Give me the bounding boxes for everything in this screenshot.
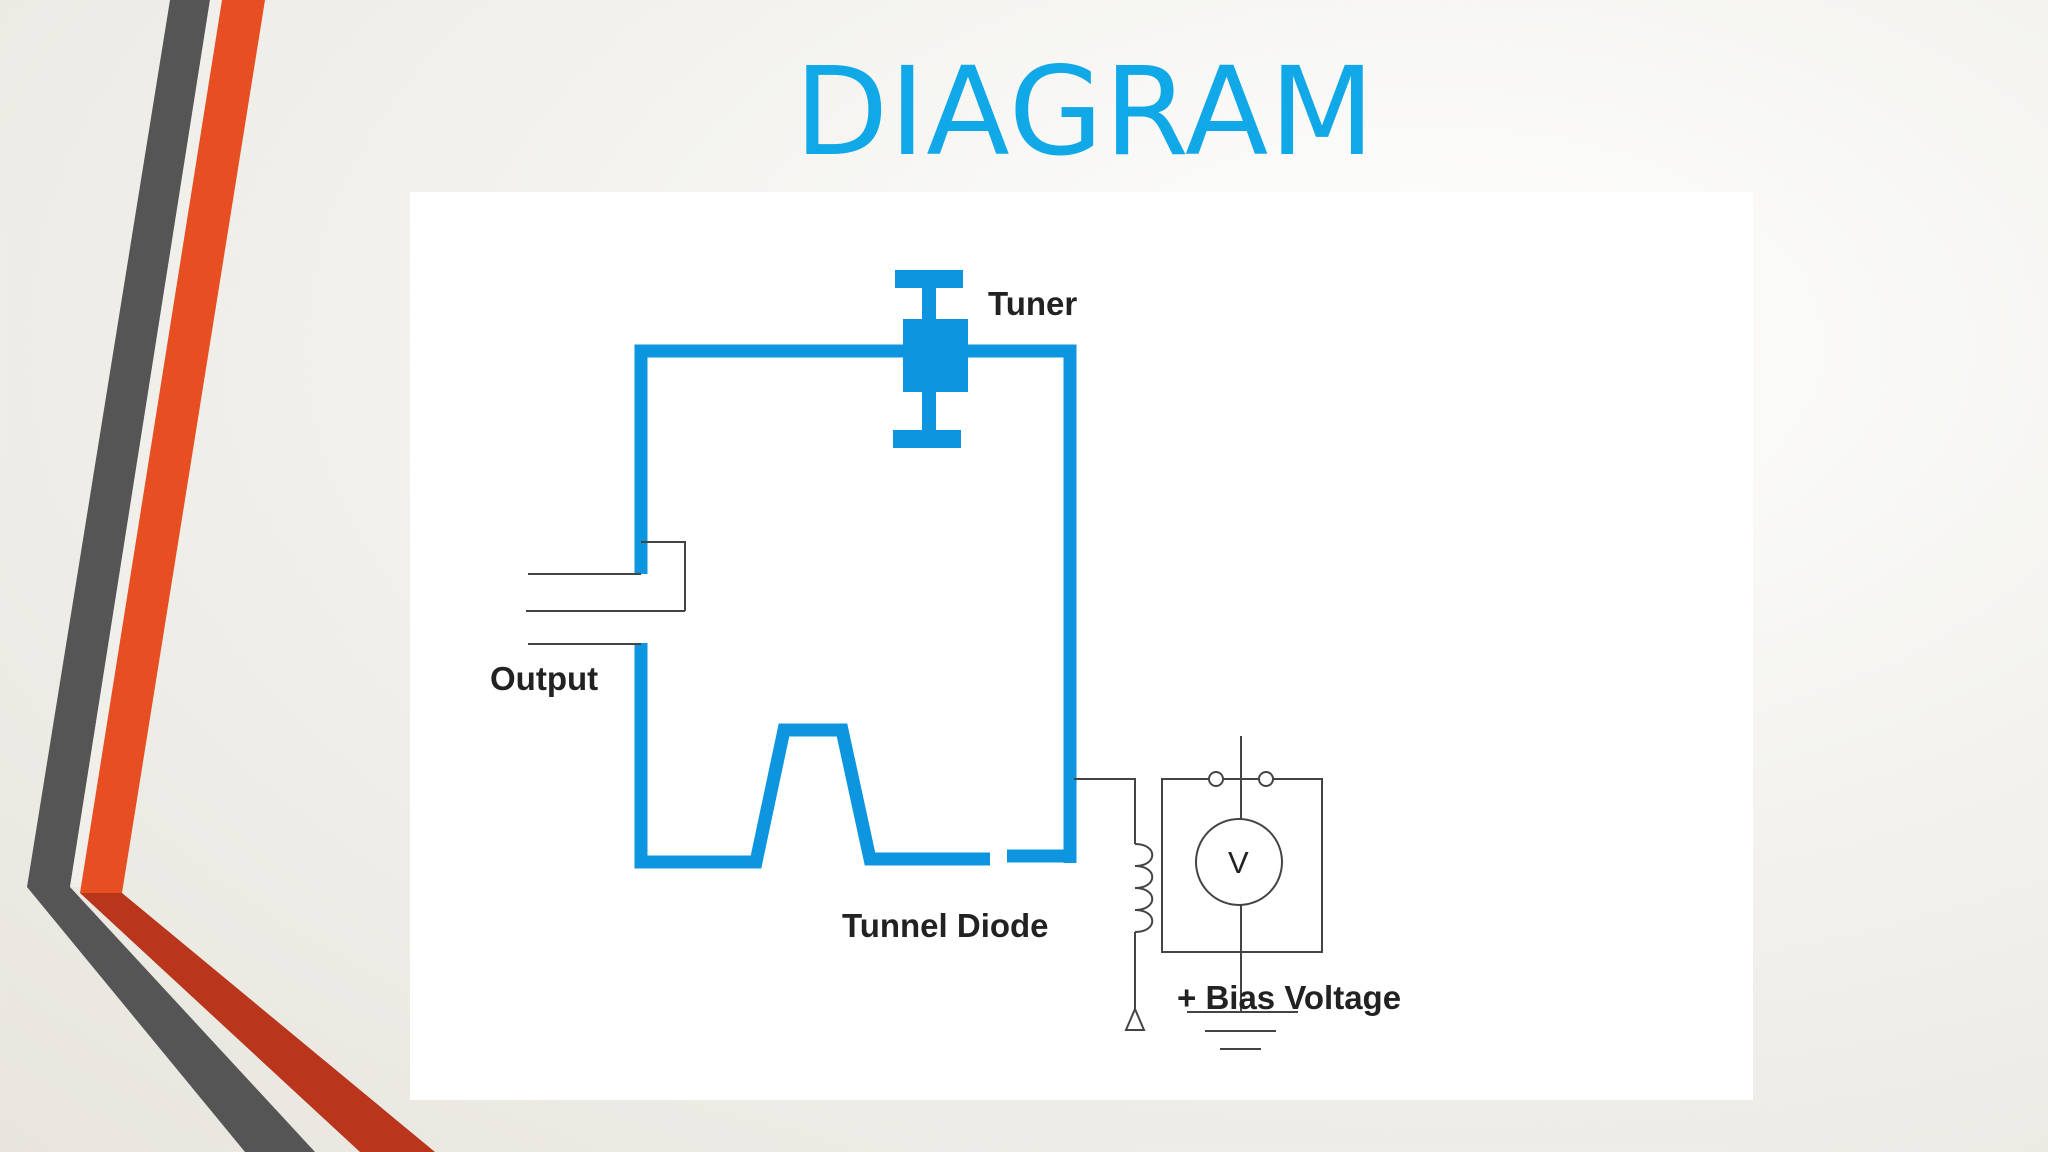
output-coupling-loop (641, 541, 686, 611)
bias-wire-upper (1074, 778, 1136, 844)
voltmeter-block (1161, 736, 1323, 1050)
right-terminal-icon (1258, 771, 1274, 787)
tuner-top-cap (895, 270, 963, 288)
tunnel-diode-label: Tunnel Diode (842, 907, 1049, 944)
left-terminal-icon (1208, 771, 1224, 787)
voltmeter-icon (1195, 818, 1283, 906)
tuner-bottom-cap (893, 430, 961, 448)
tuner-icon (893, 270, 968, 448)
tuner-lower-stem (922, 392, 936, 432)
orange-stripe (80, 0, 265, 893)
circuit-lines (634, 344, 1077, 869)
voltmeter-label: V (1228, 845, 1249, 880)
lower-left-circuit-path (634, 643, 990, 869)
bias-inductor-icon (1074, 778, 1154, 1031)
output-port-icon (526, 541, 686, 645)
output-label: Output (490, 660, 598, 697)
light-divider-stripe (70, 0, 222, 887)
bias-voltage-label: + Bias Voltage (1177, 979, 1401, 1016)
upper-circuit-path (634, 344, 1077, 863)
page-title: DIAGRAM (794, 41, 1376, 183)
ground-symbol-icon (1187, 1011, 1298, 1050)
gray-stripe (27, 0, 210, 887)
diagram-panel: Tuner Output Tunnel Diode + Bias Voltage… (410, 192, 1753, 1100)
orange-lower-stripe (80, 893, 435, 1152)
inductor-coil (1134, 843, 1154, 933)
tuner-label: Tuner (988, 285, 1077, 322)
bias-terminal-icon (1124, 1006, 1146, 1031)
tunnel-diode-circuit-diagram: Tuner Output Tunnel Diode + Bias Voltage… (490, 270, 1401, 1050)
tuner-body (903, 319, 968, 392)
gray-lower-stripe (27, 887, 315, 1152)
